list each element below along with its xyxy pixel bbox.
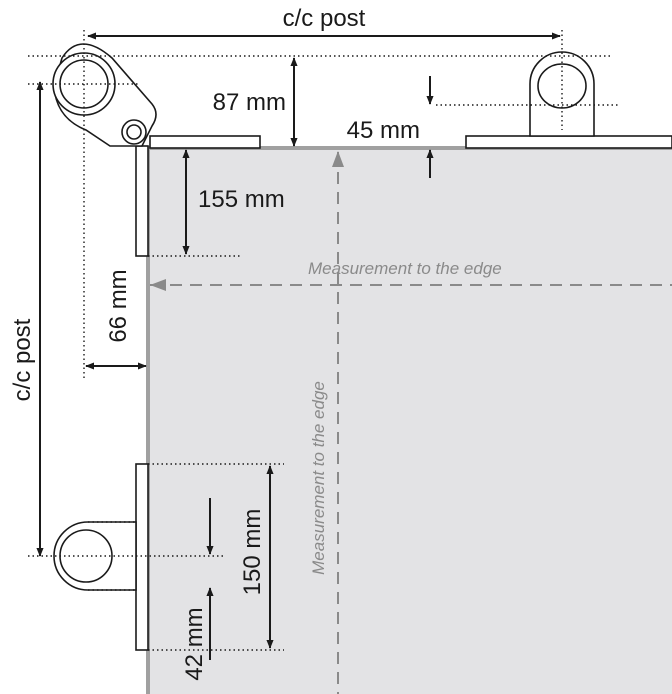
label-cc-post-left: c/c post bbox=[9, 318, 36, 401]
bottom-left-eyelet-hole bbox=[59, 529, 113, 583]
label-66: 66 mm bbox=[105, 269, 132, 342]
label-cc-post-top: c/c post bbox=[283, 5, 366, 32]
left-bottom-plate bbox=[135, 463, 149, 651]
label-45: 45 mm bbox=[347, 117, 420, 144]
edge-guide-vertical-arrow bbox=[332, 151, 344, 167]
edge-guide-horizontal-arrow bbox=[150, 279, 166, 291]
label-edge-vertical: Measurement to the edge bbox=[309, 381, 328, 575]
top-left-plate bbox=[149, 135, 261, 149]
label-155: 155 mm bbox=[198, 186, 285, 213]
top-right-plate bbox=[465, 135, 672, 149]
label-42: 42 mm bbox=[181, 607, 208, 680]
left-top-plate bbox=[135, 145, 149, 257]
corner-ring-small-inner bbox=[126, 124, 142, 140]
label-150: 150 mm bbox=[239, 509, 266, 596]
label-edge-horizontal: Measurement to the edge bbox=[308, 259, 502, 278]
label-87: 87 mm bbox=[213, 89, 286, 116]
panel bbox=[148, 148, 672, 694]
